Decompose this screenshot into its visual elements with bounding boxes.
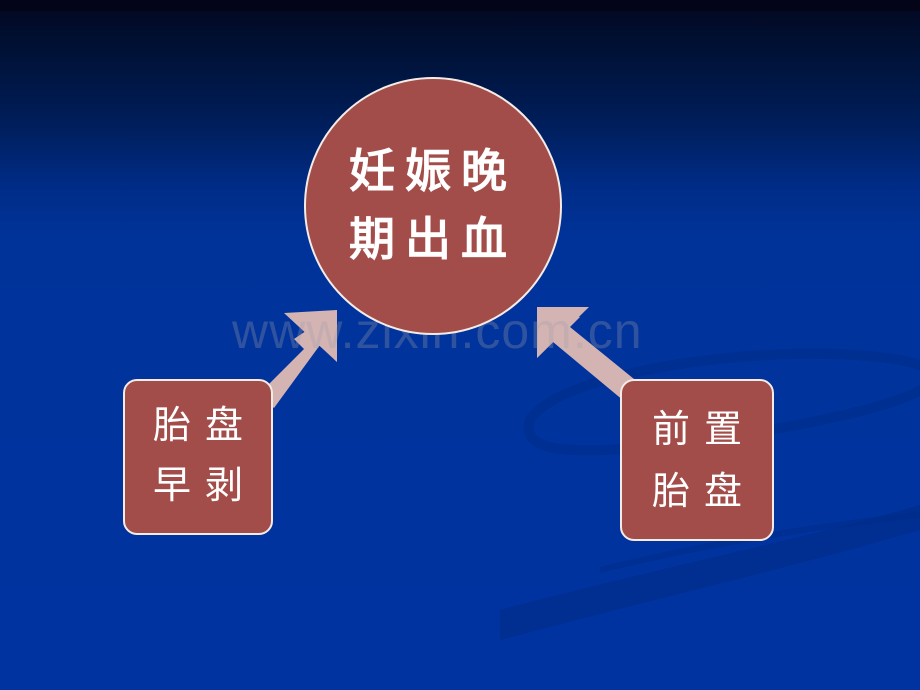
right-node-placenta-previa: 前置 胎盘 (620, 379, 774, 541)
left-node-line1: 胎盘 (152, 403, 257, 447)
left-node-placental-abruption: 胎盘 早剥 (123, 379, 273, 535)
left-arrow-icon (258, 310, 337, 408)
top-dark-strip (0, 0, 920, 11)
right-arrow-icon (537, 307, 645, 406)
center-node-late-pregnancy-bleeding: 妊娠晚 期出血 (304, 77, 562, 335)
right-node-line1: 前置 (651, 407, 756, 451)
center-node-line1: 妊娠晚 (349, 144, 517, 198)
left-node-line2: 早剥 (152, 463, 257, 507)
right-node-line2: 胎盘 (651, 469, 756, 513)
center-node-line2: 期出血 (349, 212, 517, 266)
